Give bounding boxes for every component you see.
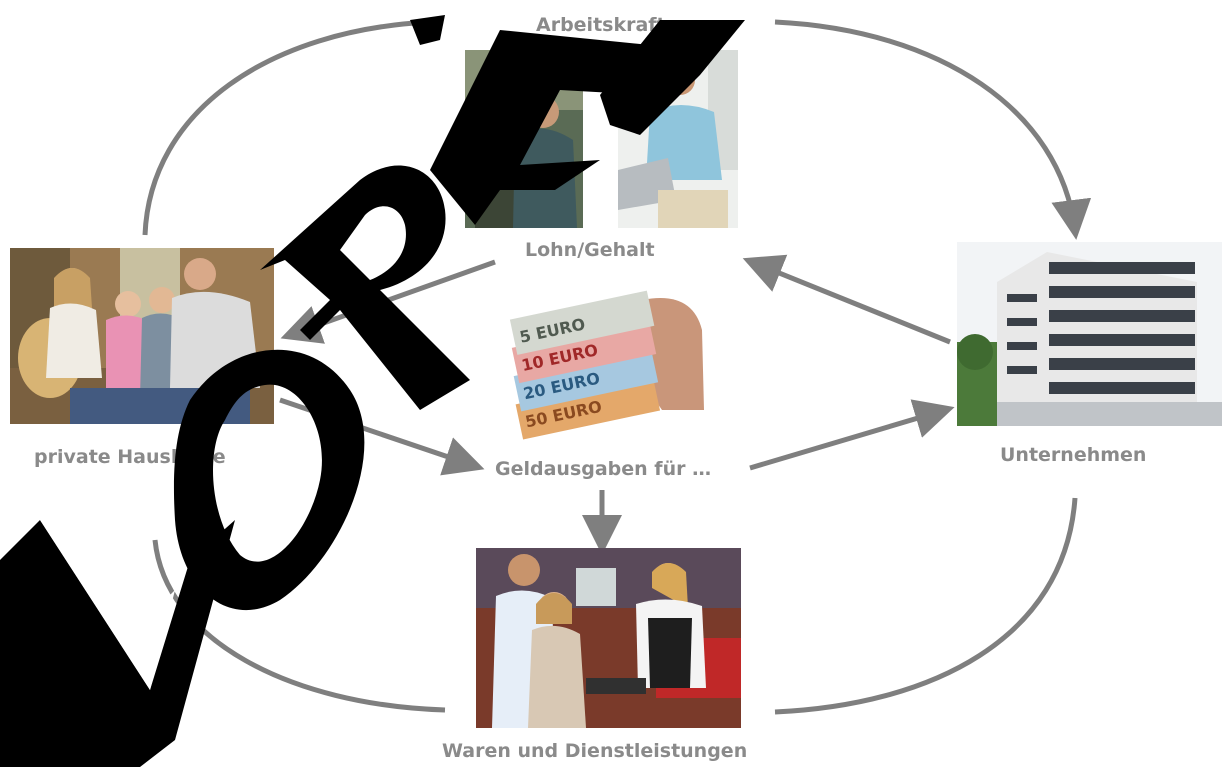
label-lohn-gehalt: Lohn/Gehalt xyxy=(525,239,655,261)
arrow-wages-to-households xyxy=(280,259,496,344)
arrow-companies-to-wages xyxy=(742,254,951,345)
arrow-spending-to-companies xyxy=(749,399,955,471)
arrow-households-to-spending xyxy=(279,397,485,476)
money-photo: 50 EURO 20 EURO 10 EURO 5 EURO xyxy=(492,280,704,440)
workers-photo xyxy=(465,50,583,228)
checkout-photo xyxy=(476,548,741,728)
label-arbeitskraft: Arbeitskraft xyxy=(536,14,666,36)
arc-households-to-labor xyxy=(142,19,431,236)
arc-goods-to-households xyxy=(152,539,446,713)
label-waren-dienstleistungen: Waren und Dienstleistungen xyxy=(442,740,748,762)
family-photo xyxy=(10,248,274,424)
label-unternehmen: Unternehmen xyxy=(1000,444,1147,466)
arc-companies-to-goods xyxy=(774,497,1078,715)
label-private-haushalte: private Haushalte xyxy=(34,446,226,468)
office-worker-photo xyxy=(618,50,738,228)
building-photo xyxy=(957,242,1222,426)
arc-labor-to-companies xyxy=(774,19,1092,240)
label-geldausgaben: Geldausgaben für … xyxy=(495,458,712,480)
